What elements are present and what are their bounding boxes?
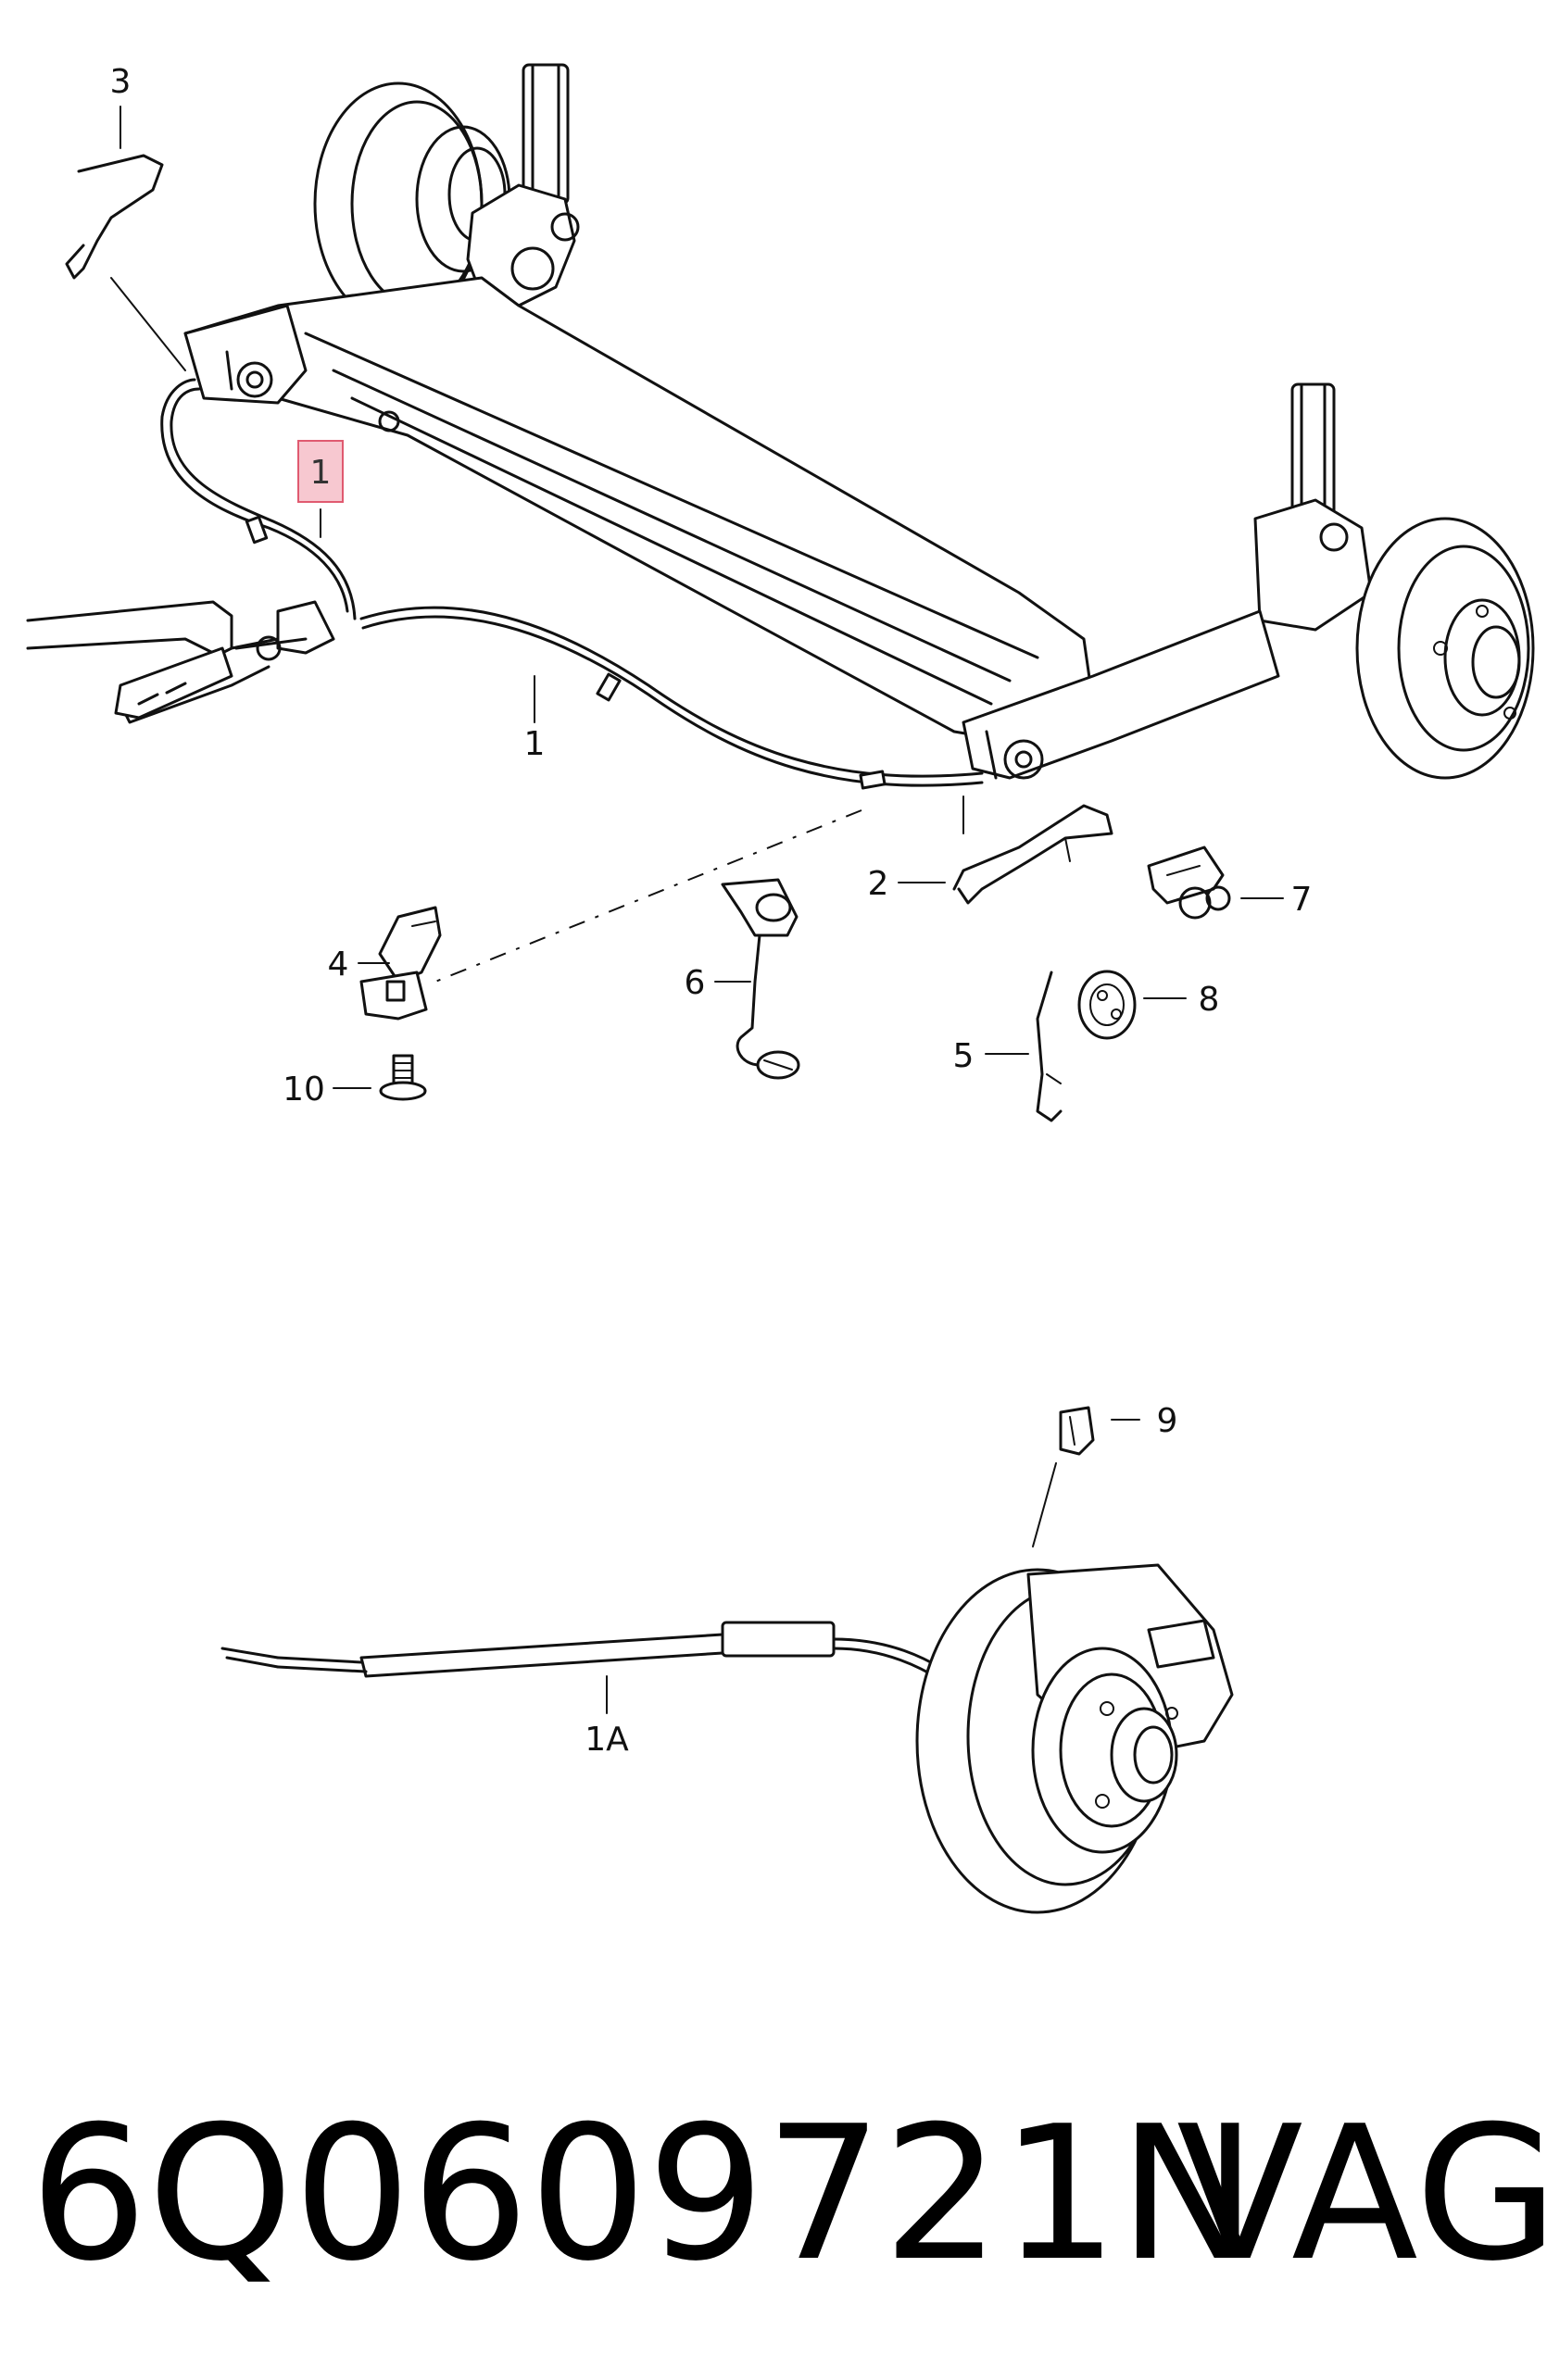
clip-9 [1059, 1406, 1095, 1456]
callout-label-7: 7 [1291, 881, 1313, 919]
callout-label-5: 5 [953, 1037, 975, 1075]
leader-lines [119, 106, 1284, 1714]
callout-label-2: 2 [868, 865, 889, 903]
holder-4 [359, 906, 442, 1021]
brand-name: VAG [1176, 2086, 1547, 2302]
callout-label-1a: 1A [585, 1721, 629, 1759]
guide-line-4 [434, 809, 862, 983]
cable-guide-6 [721, 878, 800, 1080]
callout-label-10: 10 [283, 1071, 325, 1109]
callout-label-9: 9 [1157, 1402, 1178, 1440]
callout-label-8: 8 [1199, 981, 1220, 1019]
callout-label-4: 4 [328, 946, 349, 983]
callout-label-1: 1 [524, 725, 546, 763]
brake-cable-1a [220, 1462, 1234, 1914]
callout-label-1-highlight: 1 [310, 454, 332, 492]
callout-highlight-box [297, 440, 344, 503]
callout-label-6: 6 [685, 964, 706, 1002]
rear-axle [183, 63, 1535, 780]
spring-clip-3 [65, 154, 186, 371]
callout-1-highlight: 1 [297, 440, 344, 503]
bracket-5 [1036, 971, 1063, 1122]
clip-7 [1147, 846, 1231, 920]
bolt-10 [379, 1054, 427, 1101]
spring-clip-2 [952, 795, 1113, 905]
grommet-8 [1077, 970, 1137, 1040]
part-number: 6Q0609721N [30, 2086, 1257, 2302]
brake-cable-1 [26, 378, 984, 790]
callout-label-3: 3 [110, 63, 132, 101]
